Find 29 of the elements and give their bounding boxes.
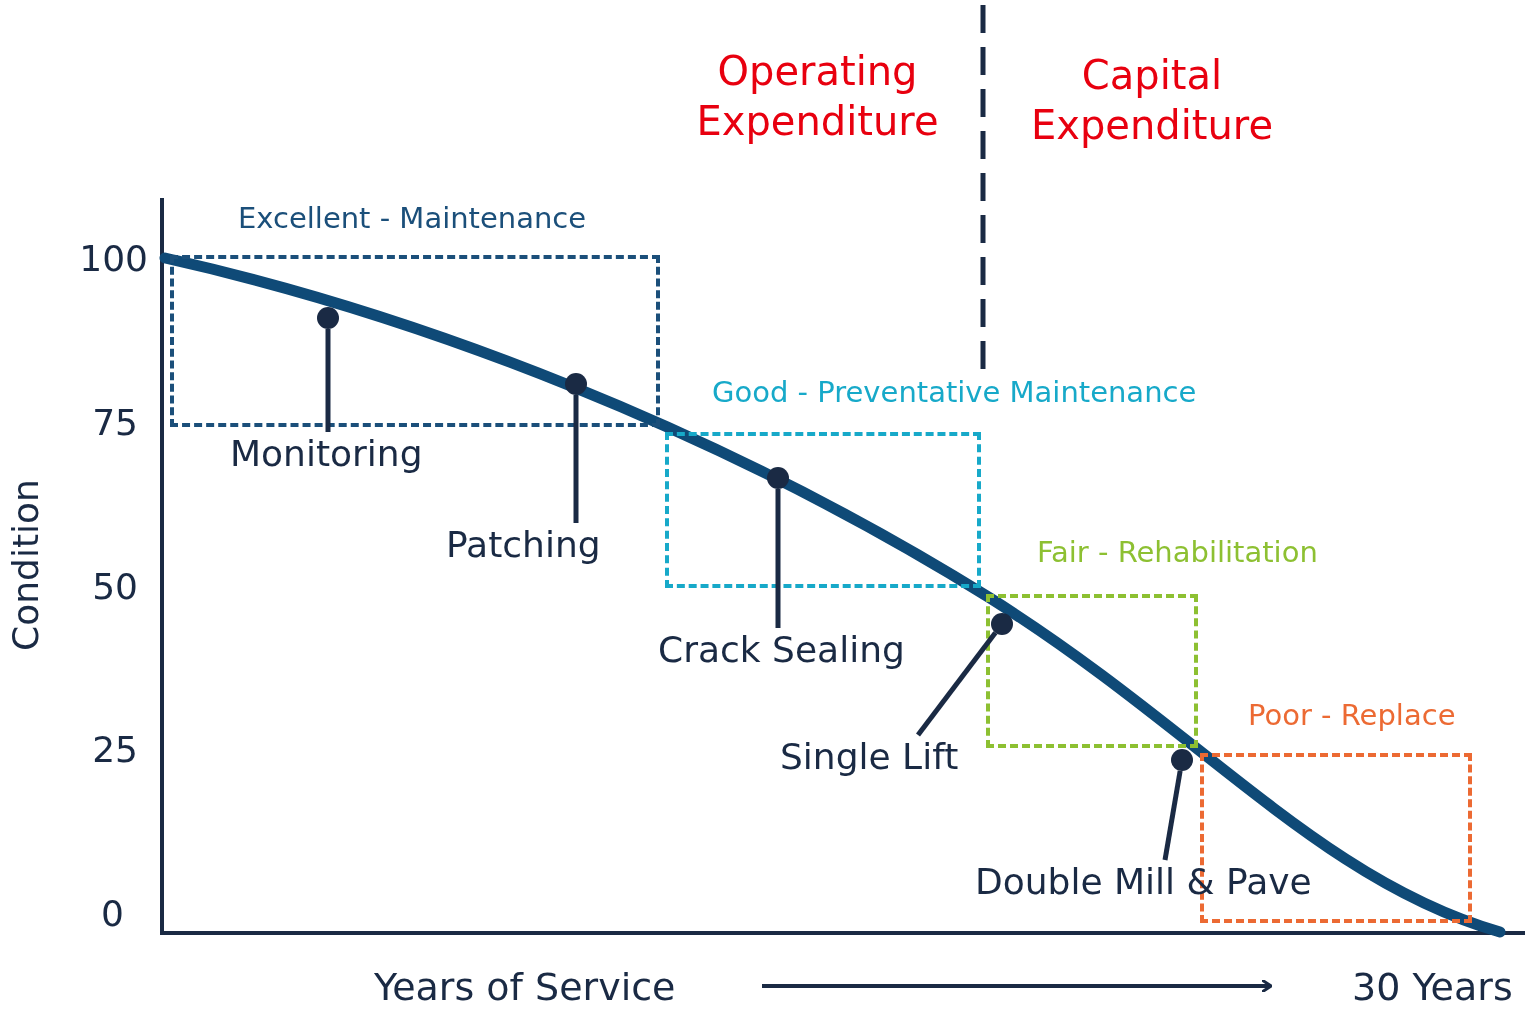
zone-heading: Poor - Replace xyxy=(1248,699,1456,733)
tick-label: 0 xyxy=(100,892,124,936)
tick-label: 25 xyxy=(91,728,138,772)
treatment-label: Crack Sealing xyxy=(658,628,905,672)
treatment-label: Double Mill & Pave xyxy=(975,860,1312,904)
treatment-label: Patching xyxy=(446,523,601,567)
leader-line xyxy=(325,329,331,432)
leader-line xyxy=(573,395,579,523)
tick-label: 75 xyxy=(91,401,138,445)
treatment-label: Single Lift xyxy=(780,735,959,779)
axis-title: Years of Service xyxy=(374,964,676,1010)
marker-dot xyxy=(991,613,1013,635)
tick-label: 50 xyxy=(91,565,138,609)
marker-dot xyxy=(767,467,789,489)
marker-dot xyxy=(1171,749,1193,771)
treatment-label: Monitoring xyxy=(230,432,423,476)
section-heading: Operating Expenditure xyxy=(695,47,940,146)
axis-title: Condition xyxy=(3,479,47,651)
zone-heading: Fair - Rehabilitation xyxy=(1037,536,1318,570)
tick-label: 100 xyxy=(78,237,148,281)
zone-heading: Good - Preventative Maintenance xyxy=(712,376,1197,410)
marker-dot xyxy=(565,373,587,395)
leader-line xyxy=(1162,770,1183,861)
zone-heading: Excellent - Maintenance xyxy=(238,202,587,236)
leader-line xyxy=(775,489,781,628)
axis-end-label: 30 Years xyxy=(1352,964,1513,1010)
leader-line xyxy=(916,631,998,737)
section-heading: Capital Expenditure xyxy=(1030,51,1274,150)
marker-dot xyxy=(317,307,339,329)
